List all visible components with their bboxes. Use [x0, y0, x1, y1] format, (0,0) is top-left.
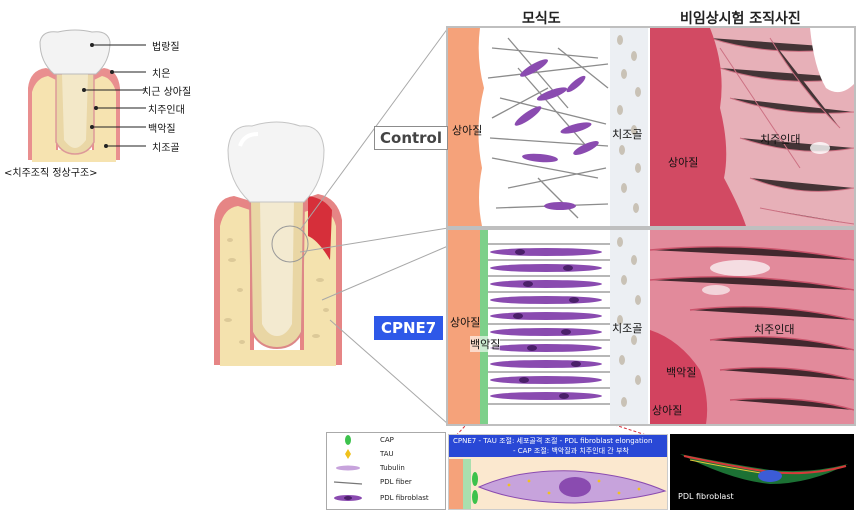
- mechanism-line1: CPNE7 - TAU 조절: 세포골격 조절 - PDL fibroblast…: [453, 437, 653, 445]
- control-schematic-bone-label: 치조골: [612, 128, 643, 141]
- cpne7-histology-dentin-label: 상아질: [652, 404, 683, 417]
- pdl-fiber-symbol: [333, 481, 363, 485]
- cpne7-histology: 치주인대 백악질 상아질: [650, 230, 854, 424]
- mechanism-line2: - CAP 조절: 백악질과 치주인대 간 부착: [513, 447, 629, 455]
- control-histology: 치주인대 상아질: [650, 28, 854, 226]
- control-histology-dentin-label: 상아질: [668, 156, 699, 169]
- legend-symbols: [333, 435, 363, 501]
- mechanism-text-box: CPNE7 - TAU 조절: 세포골격 조절 - PDL fibroblast…: [449, 435, 667, 457]
- cpne7-histology-pdl-label: 치주인대: [754, 323, 795, 336]
- small-tooth-illustration: [28, 29, 146, 162]
- cpne7-histology-cementum-label: 백악질: [666, 366, 697, 379]
- tau-symbol: [345, 449, 351, 459]
- control-histology-image: [650, 28, 854, 226]
- legend-pdl-fiber: PDL fiber: [380, 478, 412, 486]
- normal-structure-caption: <치주조직 정상구조>: [4, 168, 98, 179]
- legend-tau: TAU: [380, 450, 394, 458]
- legend-pdl-fibroblast: PDL fibroblast: [380, 494, 429, 502]
- cpne7-schematic-drawing: [448, 230, 648, 424]
- control-histology-pdl-label: 치주인대: [760, 133, 801, 146]
- cpne7-group-box: [446, 228, 856, 426]
- cpne7-label: CPNE7: [374, 316, 444, 340]
- large-tooth-illustration: [214, 121, 342, 366]
- control-schematic-drawing: [448, 28, 648, 226]
- legend-cap: CAP: [380, 436, 394, 444]
- histology-header: 비임상시험 조직사진: [680, 11, 801, 27]
- label-enamel: 법랑질: [152, 42, 180, 53]
- fluorescence-caption: PDL fibroblast: [678, 492, 734, 501]
- tubulin-symbol: [336, 465, 360, 471]
- control-schematic: 상아질 치조골: [448, 28, 648, 226]
- schematic-header: 모식도: [522, 11, 561, 27]
- label-alveolar-bone: 치조골: [152, 143, 180, 154]
- control-schematic-dentin-label: 상아질: [452, 124, 483, 137]
- fluorescence-image-panel: PDL fibroblast: [670, 434, 854, 510]
- control-label: Control: [374, 126, 449, 150]
- label-pdl: 치주인대: [148, 105, 185, 116]
- fluorescence-image: [670, 434, 854, 510]
- cpne7-histology-image: [650, 230, 854, 424]
- label-gingiva: 치은: [152, 69, 171, 80]
- label-cementum: 백악질: [148, 124, 176, 135]
- cap-symbol: [345, 435, 351, 445]
- mechanism-panel: CPNE7 - TAU 조절: 세포골격 조절 - PDL fibroblast…: [448, 434, 668, 510]
- cpne7-schematic-dentin-label: 상아질: [450, 316, 481, 329]
- legend-tubulin: Tubulin: [380, 464, 405, 472]
- label-root-dentin: 치근 상아질: [142, 87, 192, 98]
- cpne7-schematic: 상아질 백악질 치조골: [448, 230, 648, 424]
- normal-structure-figure: 법랑질 치은 치근 상아질 치주인대 백악질 치조골 <치주조직 정상구조>: [0, 0, 220, 190]
- cpne7-schematic-cementum-label: 백악질: [470, 336, 501, 352]
- cpne7-schematic-bone-label: 치조골: [612, 322, 643, 335]
